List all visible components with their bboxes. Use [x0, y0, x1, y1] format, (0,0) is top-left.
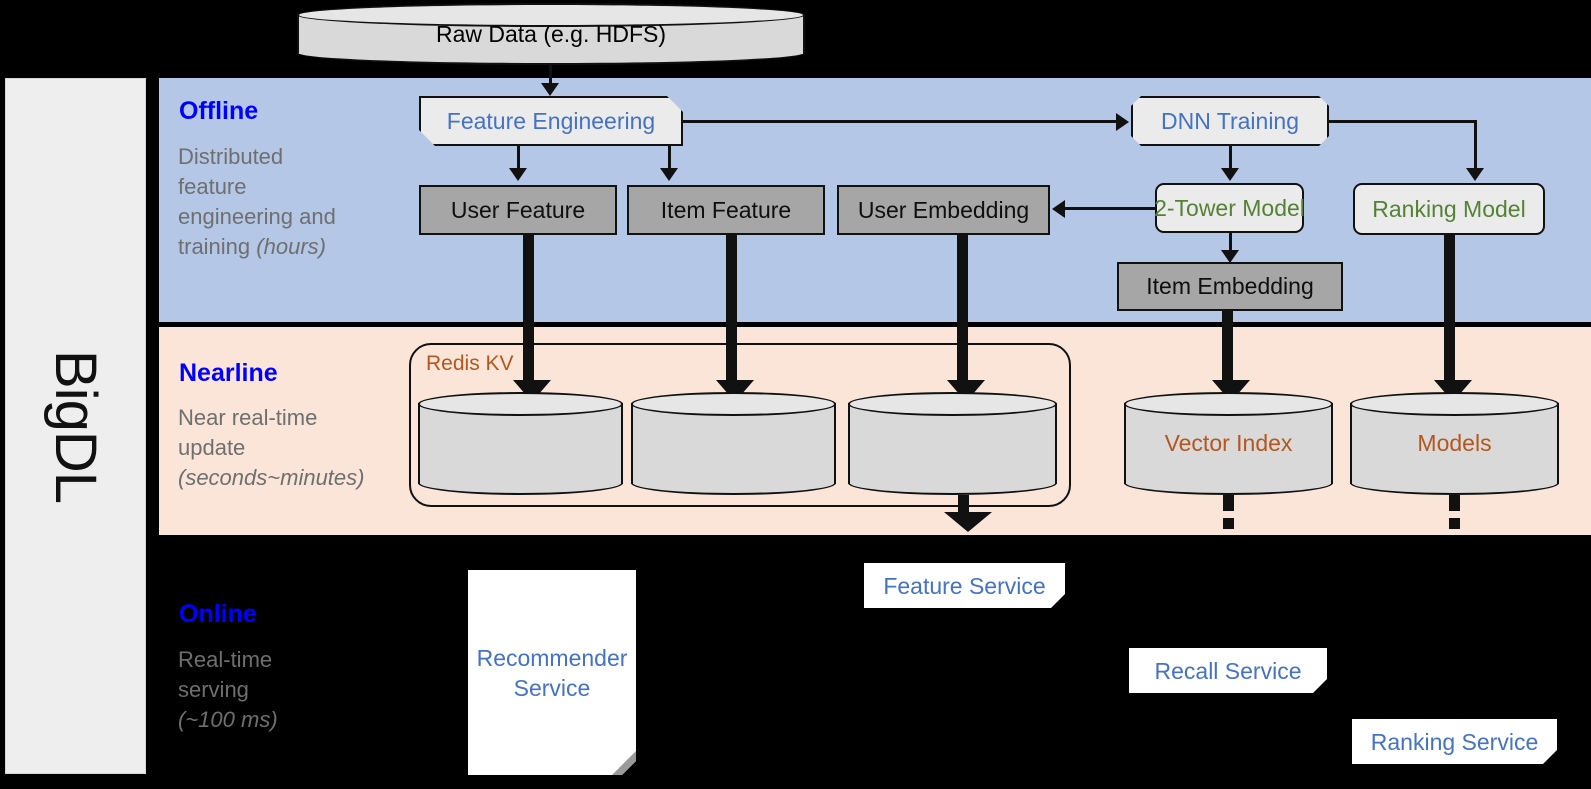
user-feature-store-top: [418, 392, 623, 416]
user-embedding-store-body: [848, 403, 1057, 484]
vector-index-body: [1124, 403, 1333, 484]
models-cylinder[interactable]: Models: [1350, 392, 1559, 495]
recall-service-label: Recall Service: [1154, 657, 1302, 684]
user-embedding-box[interactable]: User Embedding: [837, 185, 1050, 235]
dnn-training-label: DNN Training: [1160, 107, 1300, 134]
item-feature-store-body: [631, 403, 836, 484]
dash-vectorindex-1: [1223, 495, 1234, 511]
item-feature-store-label: [631, 392, 836, 495]
edge-twotower-to-userembedding: [1065, 207, 1157, 210]
ranking-model-node[interactable]: Ranking Model: [1353, 183, 1545, 235]
user-embedding-store-cylinder[interactable]: [848, 392, 1057, 495]
ranking-service-note[interactable]: Ranking Service: [1352, 719, 1557, 764]
edge-rawdata-to-fe: [549, 65, 552, 89]
user-feature-store-body: [418, 403, 623, 484]
two-tower-model-label: 2-Tower Model: [1154, 194, 1305, 221]
offline-subtitle-italic: (hours): [256, 234, 326, 259]
models-body: [1350, 403, 1559, 484]
nearline-subtitle-italic: (seconds~minutes): [178, 465, 365, 490]
nearline-title: Nearline: [179, 359, 278, 387]
arrowhead-store-to-featureservice: [944, 512, 992, 532]
user-feature-store-label: [418, 392, 623, 495]
dash-vectorindex-2: [1223, 518, 1234, 529]
pipe-itemfeature-to-store: [726, 235, 737, 388]
dash-models-1: [1449, 495, 1460, 511]
dash-models-2: [1449, 518, 1460, 529]
edge-fe-to-item-feature: [668, 146, 671, 172]
offline-subtitle-l4: training (hours): [178, 234, 326, 259]
feature-engineering-node[interactable]: Feature Engineering: [419, 96, 683, 146]
edge-dnn-to-ranking-h: [1329, 120, 1476, 123]
ranking-model-label: Ranking Model: [1372, 195, 1526, 222]
feature-service-label: Feature Service: [883, 572, 1046, 599]
online-title: Online: [179, 600, 257, 628]
user-feature-store-cylinder[interactable]: [418, 392, 623, 495]
online-subtitle-l2: serving: [178, 677, 249, 702]
raw-data-cyl-top: [297, 3, 805, 27]
arrowhead-dnn-to-ranking: [1466, 168, 1484, 181]
vector-index-label: Vector Index: [1164, 430, 1293, 456]
ranking-service-label: Ranking Service: [1370, 728, 1539, 755]
bigdl-logo-label: BigDL: [6, 79, 145, 773]
item-feature-store-top: [631, 392, 836, 416]
offline-title: Offline: [179, 97, 259, 125]
pipe-itememb-to-vectorindex: [1222, 311, 1233, 388]
edge-fe-to-dnn: [683, 120, 1117, 123]
user-feature-box[interactable]: User Feature: [419, 185, 617, 235]
user-embedding-store-label: [848, 392, 1057, 495]
item-embedding-box[interactable]: Item Embedding: [1117, 262, 1343, 311]
bigdl-rail: BigDL: [5, 78, 146, 774]
arrowhead-twotower-to-userembedding: [1052, 200, 1065, 218]
nearline-subtitle: Near real-time update (seconds~minutes): [178, 403, 408, 493]
pipe-userembedding-to-store: [957, 235, 968, 388]
offline-subtitle: Distributed feature engineering and trai…: [178, 142, 408, 262]
nearline-subtitle-l2: update: [178, 435, 246, 460]
models-label: Models: [1417, 430, 1492, 456]
pipe-store-to-featureservice: [958, 495, 969, 517]
arrowhead-fe-to-user-feature: [509, 168, 527, 181]
recommender-service-label: Recommender Service: [477, 643, 628, 703]
models-top: [1350, 392, 1559, 416]
nearline-subtitle-l1: Near real-time: [178, 405, 318, 430]
arrowhead-fe-to-dnn: [1116, 113, 1129, 131]
online-subtitle-italic: (~100 ms): [178, 707, 278, 732]
two-tower-model-node[interactable]: 2-Tower Model: [1154, 183, 1305, 233]
feature-engineering-label: Feature Engineering: [446, 107, 656, 134]
arrowhead-dnn-to-two-tower: [1221, 168, 1239, 181]
online-subtitle-l1: Real-time: [178, 647, 273, 672]
arrowhead-twotower-to-itememb: [1221, 250, 1239, 263]
raw-data-cylinder: Raw Data (e.g. HDFS): [297, 3, 805, 65]
raw-data-label: Raw Data (e.g. HDFS): [435, 20, 667, 47]
vector-index-cylinder[interactable]: Vector Index: [1124, 392, 1333, 495]
recall-service-note[interactable]: Recall Service: [1129, 648, 1327, 693]
feature-service-note[interactable]: Feature Service: [864, 563, 1065, 608]
offline-subtitle-l2: feature: [178, 174, 247, 199]
redis-kv-label: Redis KV: [426, 352, 514, 375]
offline-subtitle-l1: Distributed: [178, 144, 284, 169]
recommender-service-l2: Service: [513, 674, 591, 701]
online-subtitle: Real-time serving (~100 ms): [178, 645, 408, 735]
user-feature-label: User Feature: [450, 196, 586, 223]
edge-dnn-to-ranking-v: [1474, 120, 1477, 172]
item-feature-box[interactable]: Item Feature: [627, 185, 825, 235]
pipe-rankingmodel-to-models: [1444, 235, 1455, 388]
item-embedding-label: Item Embedding: [1146, 273, 1314, 299]
recommender-service-note[interactable]: Recommender Service: [468, 570, 636, 775]
offline-subtitle-l3: engineering and: [178, 204, 336, 229]
edge-twotower-to-itememb: [1229, 233, 1232, 259]
redis-kv-group: [409, 343, 1071, 507]
item-feature-store-cylinder[interactable]: [631, 392, 836, 495]
dnn-training-node[interactable]: DNN Training: [1131, 96, 1329, 146]
edge-fe-to-user-feature: [517, 146, 520, 172]
edge-dnn-to-two-tower: [1229, 146, 1232, 172]
arrowhead-fe-to-item-feature: [660, 168, 678, 181]
user-embedding-label: User Embedding: [857, 196, 1030, 223]
item-feature-label: Item Feature: [660, 196, 792, 223]
user-embedding-store-top: [848, 392, 1057, 416]
bigdl-logo-text: BigDL: [43, 349, 109, 503]
recommender-service-l1: Recommender: [476, 644, 628, 671]
arrowhead-rawdata-to-fe: [541, 83, 559, 96]
pipe-userfeature-to-store: [523, 235, 534, 388]
vector-index-top: [1124, 392, 1333, 416]
